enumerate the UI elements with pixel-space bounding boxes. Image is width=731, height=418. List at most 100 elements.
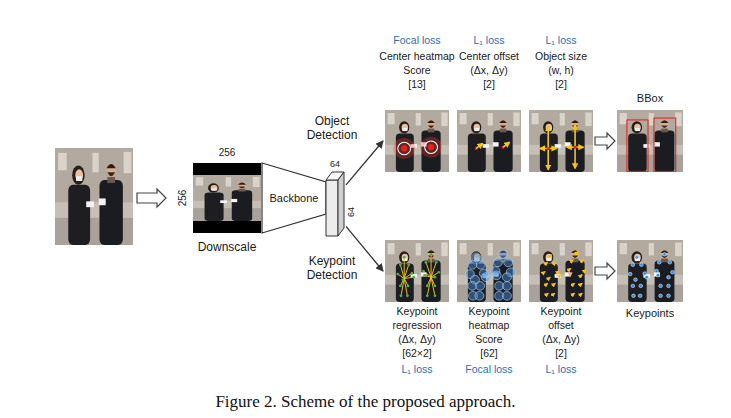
flow-arrow — [595, 133, 615, 149]
text-holder: L₁ lossCenter offset(Δx, Δy)[2] — [443, 33, 535, 91]
keypoint-dot — [628, 272, 632, 275]
keypoint-dot — [425, 261, 428, 264]
keypoint-dot — [656, 274, 660, 277]
photo — [385, 110, 449, 172]
text-holder: 256 — [207, 146, 247, 160]
node-label: Score — [475, 332, 502, 346]
text-holder: Object Detection — [301, 114, 363, 142]
node-label: [2] — [555, 346, 567, 360]
node-label: Backbone — [270, 191, 319, 205]
regression-line — [401, 278, 404, 295]
node-label: Center offset — [459, 49, 519, 63]
offset-arrow — [567, 269, 570, 271]
dimension-label: 64 — [330, 157, 340, 171]
overlay — [396, 253, 440, 297]
regression-line — [431, 262, 436, 277]
node-label: (Δx, Δy) — [398, 332, 435, 346]
keypoint-dot — [435, 261, 438, 264]
photo — [617, 240, 683, 302]
node-label: (Δx, Δy) — [470, 63, 507, 77]
node-label: Keypoint regression — [385, 304, 449, 332]
dimension-label: 256 — [176, 190, 190, 207]
keypoint-dot — [423, 274, 426, 277]
keypoint-blob — [502, 273, 511, 282]
overlay — [393, 137, 442, 159]
offset-arrow — [553, 262, 556, 264]
offset-arrow — [547, 277, 550, 279]
feature-map: 6464 — [326, 172, 344, 236]
flow-arrow — [137, 189, 166, 207]
photo — [457, 110, 521, 172]
heat-blob — [393, 138, 415, 159]
keypoint-dot — [631, 263, 635, 266]
keypoint-dot — [645, 275, 649, 278]
keypoint-blob — [476, 260, 485, 269]
center-dot — [547, 147, 550, 150]
regression-line — [404, 277, 414, 278]
center-dot — [573, 146, 576, 149]
keypoint-dot — [639, 284, 643, 287]
keypoint-regression: Keypoint regression(Δx, Δy)[62×2]L₁ loss — [385, 240, 449, 302]
offset-arrow — [569, 273, 572, 275]
heat-ring — [425, 141, 438, 153]
overlay — [627, 118, 676, 171]
object-size: L₁ lossObject size(w, h)[2] — [529, 110, 593, 172]
keypoint-dot — [663, 253, 667, 256]
dimension-label: 256 — [219, 146, 236, 160]
keypoint-dot — [631, 284, 635, 287]
keypoint-dot — [400, 294, 403, 297]
loss-label: L₁ loss — [474, 33, 505, 47]
node-label: (w, h) — [548, 63, 574, 77]
offset-arrow — [571, 293, 574, 295]
overlay — [540, 125, 584, 170]
offset-arrow — [552, 283, 555, 285]
loss-label: L₁ loss — [546, 362, 577, 376]
keypoint-dot — [634, 278, 638, 281]
offset-arrow — [558, 275, 561, 277]
keypoint-dot — [434, 294, 437, 297]
keypoint-dot — [659, 294, 663, 297]
offset-arrow — [548, 255, 551, 257]
cube-face — [338, 172, 344, 236]
size-arrow — [567, 146, 584, 148]
keypoint-blob — [492, 271, 501, 280]
keypoint-dot — [671, 271, 675, 274]
offset-arrow — [579, 283, 582, 285]
offset-arrow — [579, 293, 582, 295]
backbone-block: Backbone — [262, 163, 326, 233]
loss-label: L₁ loss — [546, 33, 577, 47]
offset-arrow — [579, 275, 582, 277]
keypoint-blob — [502, 291, 511, 300]
keypoint-dot — [638, 294, 642, 297]
heat-ring — [398, 142, 411, 154]
keypoint-dot — [410, 272, 413, 275]
keypoint-dot — [667, 275, 671, 278]
size-arrow — [574, 125, 576, 168]
keypoint-blob — [468, 260, 477, 269]
loss-label: Focal loss — [393, 33, 440, 47]
node-label: Center heatmap — [379, 49, 454, 63]
regression-line — [404, 278, 407, 295]
offset-arrow — [556, 271, 559, 273]
offset-arrow — [551, 293, 554, 295]
text-holder: 256 — [176, 178, 190, 218]
letterbox — [193, 163, 261, 233]
text-holder: Keypoint regression(Δx, Δy)[62×2]L₁ loss — [385, 304, 449, 376]
overlay — [542, 252, 586, 296]
center-heatmap: Focal lossCenter heatmapScore[13] — [385, 110, 449, 172]
keypoint-dot — [434, 276, 437, 279]
figure-caption: Figure 2. Scheme of the proposed approac… — [215, 392, 515, 412]
photo — [529, 110, 593, 172]
keypoint-blob — [481, 273, 490, 282]
overlay — [475, 142, 510, 150]
loss-label: Focal loss — [465, 362, 512, 376]
text-holder: Figure 2. Scheme of the proposed approac… — [0, 392, 731, 412]
node-label: (Δx, Δy) — [542, 332, 579, 346]
text-holder: Backbone — [262, 163, 326, 233]
node-label: Keypoint offset — [529, 304, 593, 332]
photo — [55, 148, 133, 245]
text-holder: Keypoints — [610, 306, 690, 320]
offset-arrow — [542, 272, 545, 274]
keypoint-dot — [434, 285, 437, 288]
